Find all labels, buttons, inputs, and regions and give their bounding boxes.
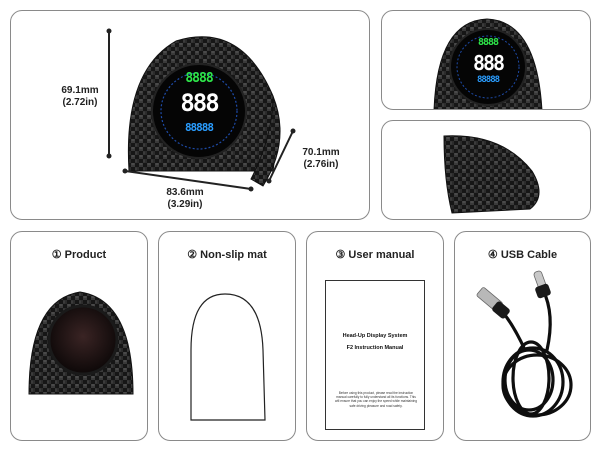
display-top-digits: 8888 [185,71,213,86]
height-line-end-top [106,28,112,34]
manual-title-line2: F2 Instruction Manual [346,345,404,351]
user-manual-label: ③ User manual [335,249,415,261]
depth-line [268,130,294,182]
depth-line-end-bottom [266,178,272,184]
device-screen [151,63,247,159]
side-device-body [443,135,540,214]
usb-cable-drawing [476,270,573,418]
front-view-panel: 8888 888 88888 [381,10,591,110]
width-in: (3.29in) [167,199,203,210]
non-slip-mat-drawing [190,293,266,421]
front-view-drawing [433,18,543,109]
depth-dimension: 70.1mm (2.76in) [295,147,347,171]
depth-line-end-top [290,128,296,134]
usb-cable-coil [499,288,573,418]
user-manual-panel: ③ User manual Head-Up Display System F2 … [306,231,444,441]
product-panel: ① Product [10,231,148,441]
product-drawing [28,291,134,395]
display-main-digits: 888 [180,89,219,117]
depth-in: (2.76in) [303,159,339,170]
device-dimension-drawing [106,28,296,192]
user-manual-booklet: Head-Up Display System F2 Instruction Ma… [325,280,425,430]
dimension-panel: 8888 888 88888 69.1mm (2.72in) 83.6mm (3… [10,10,370,220]
height-in: (2.72in) [62,97,98,108]
width-line [124,170,252,190]
screen-ring [160,72,238,150]
non-slip-mat-shape [190,293,266,421]
product-lens [47,304,119,376]
usb-c-connector [533,270,551,299]
device-side [250,95,281,187]
width-line-end-left [122,168,128,174]
non-slip-mat-label: ② Non-slip mat [187,249,267,261]
display-bottom-digits: 88888 [184,121,214,134]
height-line-end-bottom [106,153,112,159]
non-slip-mat-panel: ② Non-slip mat [158,231,296,441]
side-view-panel [381,120,591,220]
width-mm: 83.6mm [166,187,204,198]
front-main-digits: 888 [472,51,505,75]
side-view-drawing [443,135,540,214]
width-dimension: 83.6mm (3.29in) [157,187,213,211]
usb-cable-label: ④ USB Cable [487,249,558,261]
front-screen [449,28,527,106]
height-mm: 69.1mm [61,85,99,96]
usb-a-connector [476,287,510,319]
width-line-end-right [248,186,254,192]
product-label: ① Product [51,249,107,261]
manual-note: Before using this product, please read t… [334,391,418,408]
usb-cable-panel: ④ USB Cable [454,231,591,441]
front-bottom-digits: 88888 [476,75,500,85]
front-top-digits: 8888 [477,37,499,48]
height-dimension: 69.1mm (2.72in) [55,85,105,109]
front-screen-ring [456,35,520,99]
manual-title-line1: Head-Up Display System [342,333,408,339]
depth-mm: 70.1mm [302,147,340,158]
